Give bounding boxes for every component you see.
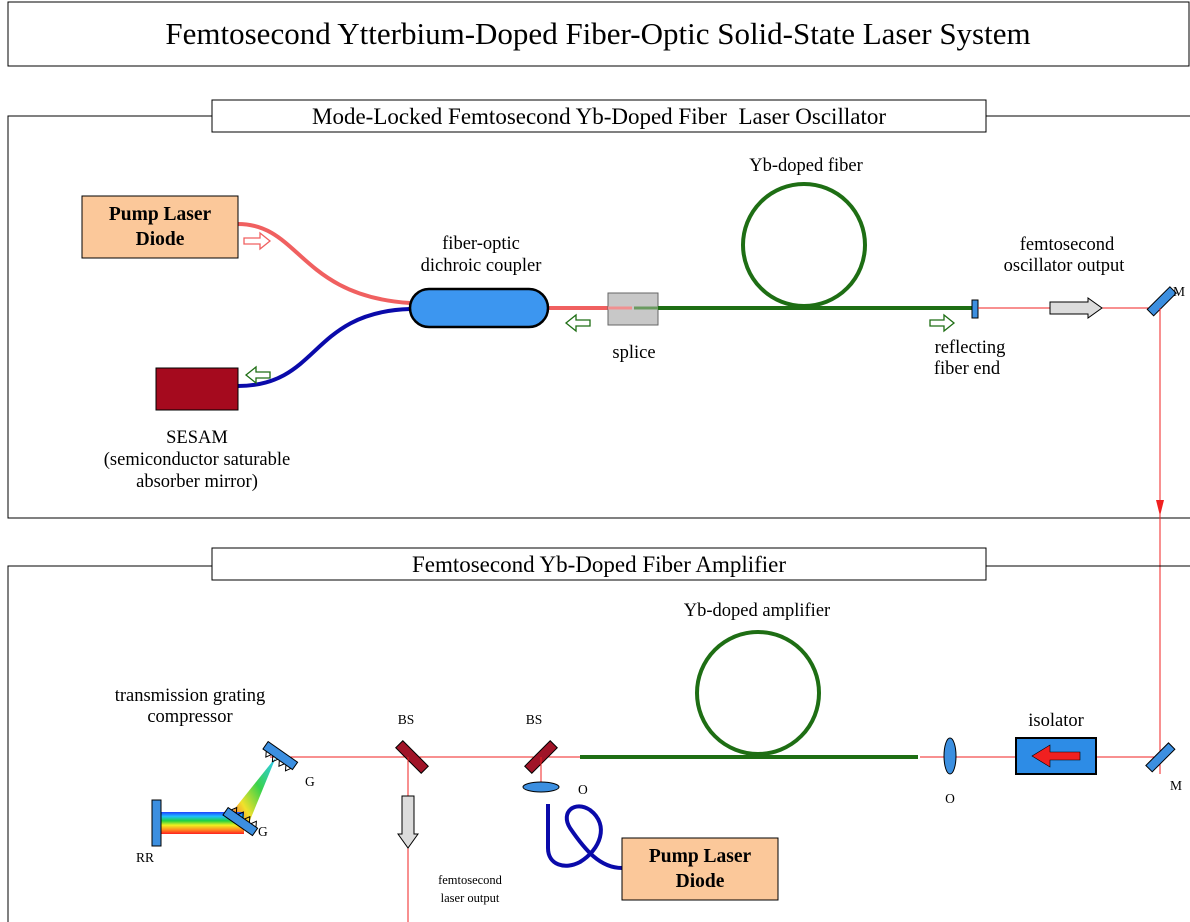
oscillator-heading: Mode-Locked Femtosecond Yb-Doped Fiber L… [312,104,886,129]
coupler-label-1: fiber-optic [442,234,520,254]
sesam-label-1: SESAM [166,428,228,448]
coupler-back-arrow-icon [564,313,591,333]
osc-pump-arrow-icon [243,231,272,251]
osc-pump-label-1: Pump Laser [109,204,212,225]
sesam-label-2: (semiconductor saturable [104,450,290,470]
amp-pump-label-1: Pump Laser [649,846,752,867]
oscillator-section: Mode-Locked Femtosecond Yb-Doped Fiber L… [7,99,1190,519]
amplifier-section: Femtosecond Yb-Doped Fiber Amplifier [7,547,1190,922]
osc-mirror-label: M [1173,284,1185,299]
retroreflector-label: RR [136,850,154,865]
amp-pump-laser-diode: Pump Laser Diode [621,837,779,901]
splice [607,292,659,326]
grating-lower [222,806,259,837]
grating-compressor [151,740,299,847]
amp-pump-fiber [546,804,623,870]
grating-upper [262,740,299,772]
isolator-arrow-icon [1031,744,1081,768]
osc-yb-fiber-label: Yb-doped fiber [749,156,863,176]
compressor-label-1: transmission grating [115,686,266,706]
grating-upper-label: G [305,774,315,789]
lens-o-right [943,737,957,775]
sesam-fiber [237,307,411,388]
page-title: Femtosecond Ytterbium-Doped Fiber-Optic … [165,16,1030,51]
lens-o-right-label: O [945,791,955,806]
amplifier-heading: Femtosecond Yb-Doped Fiber Amplifier [412,552,786,577]
final-output-label-2: laser output [441,891,500,905]
amp-mirror [1145,742,1176,773]
isolator-label: isolator [1028,711,1084,731]
reflect-label-2: fiber end [934,359,1001,379]
amp-pump-label-2: Diode [676,871,725,892]
lens-o-left [522,781,560,793]
bs1-label: BS [398,712,415,727]
amplifier-heading-box [211,547,987,581]
retroreflector [151,799,162,847]
compressor-spectrum-band [160,812,244,834]
reflect-label-1: reflecting [935,338,1006,358]
amp-yb-fiber-coil [695,630,821,756]
coupler-label-2: dichroic coupler [421,256,542,276]
compressor-label-2: compressor [147,707,232,727]
amp-yb-fiber-label: Yb-doped amplifier [684,601,830,621]
osc-pump-fiber [237,222,411,305]
amp-mirror-label: M [1170,778,1182,793]
osc-output-label-1: femtosecond [1020,235,1115,255]
osc-pump-laser-diode: Pump Laser Diode [81,195,239,259]
final-output-label-1: femtosecond [438,873,503,887]
osc-mirror [1146,286,1177,317]
lens-o-left-label: O [578,782,588,797]
osc-output-arrow-icon [1049,297,1103,319]
isolator [1015,737,1097,775]
bs2-label: BS [526,712,543,727]
title-box: Femtosecond Ytterbium-Doped Fiber-Optic … [7,1,1190,67]
osc-output-label-2: oscillator output [1004,256,1126,276]
grating-lower-label: G [258,824,268,839]
sesam-arrow-icon [244,365,271,385]
fiber-forward-arrow-icon [929,313,956,333]
oscillator-heading-box [211,99,987,133]
sesam [155,367,239,411]
osc-yb-fiber-coil [741,182,867,308]
final-output-arrow-icon [397,795,419,849]
sesam-label-3: absorber mirror) [136,472,258,492]
dichroic-coupler [408,287,550,329]
splice-label: splice [612,343,655,363]
reflecting-fiber-end [971,299,979,319]
transfer-beam-arrow-icon [1156,500,1164,516]
osc-pump-label-2: Diode [136,229,185,250]
